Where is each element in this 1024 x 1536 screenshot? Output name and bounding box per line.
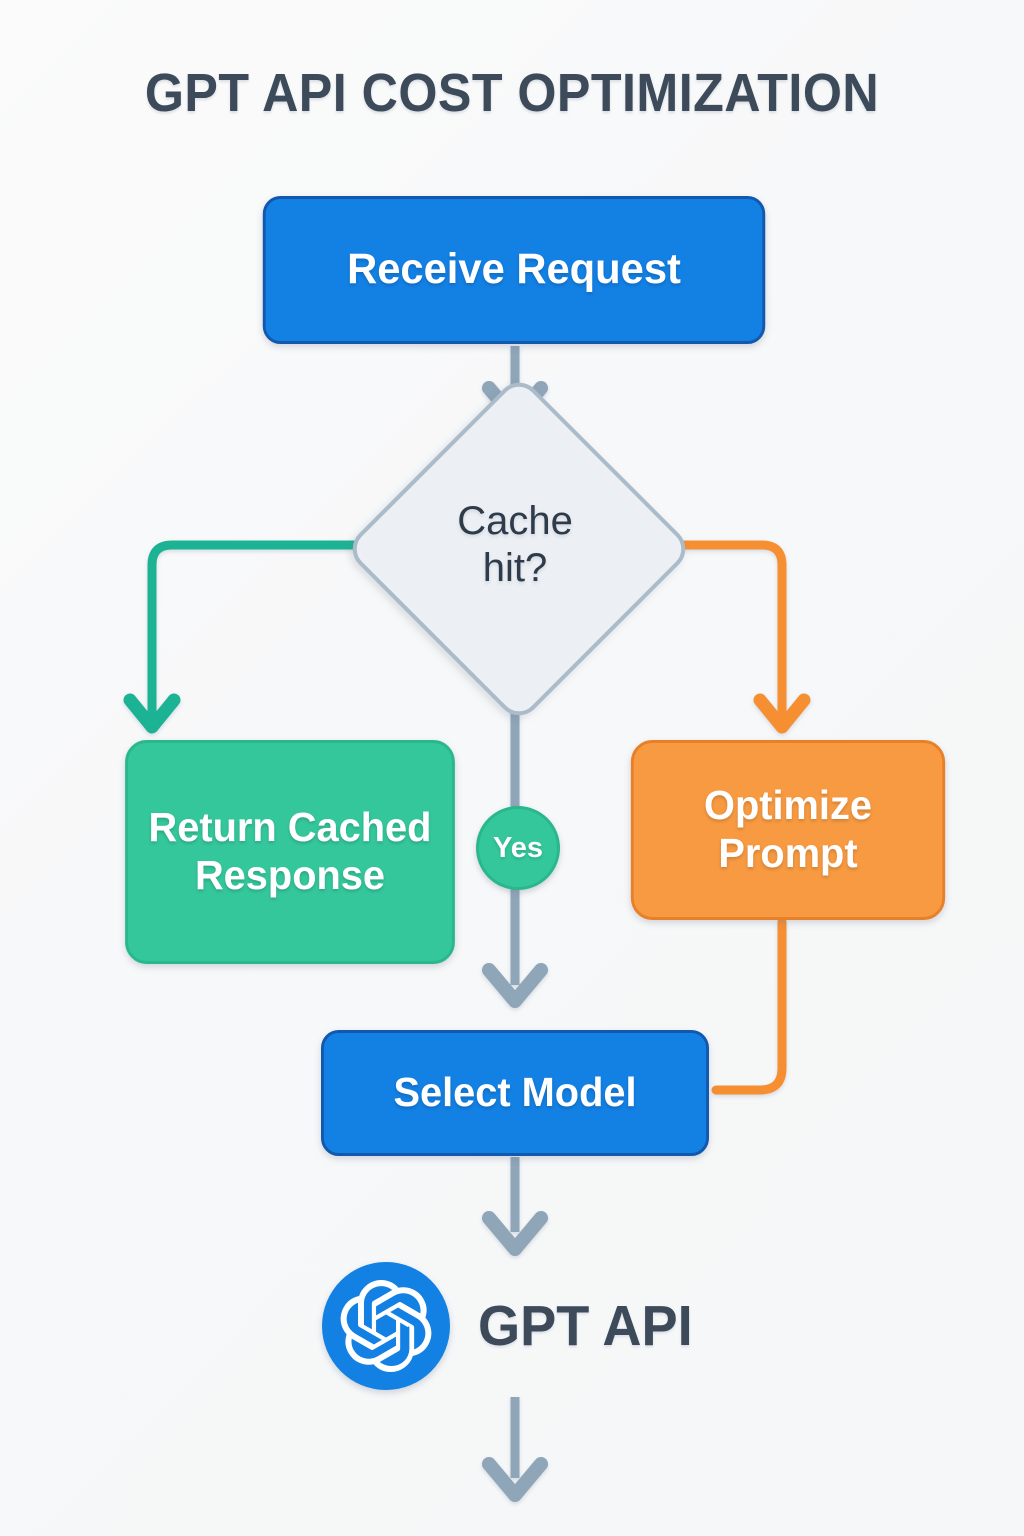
node-optimize-prompt[interactable]: Optimize Prompt bbox=[630, 740, 946, 920]
node-select-model-label: Select Model bbox=[393, 1069, 637, 1116]
edge-endpoint-outgoing bbox=[482, 1397, 548, 1502]
node-gpt-api-endpoint[interactable]: GPT API bbox=[322, 1262, 704, 1390]
node-return-cached-response[interactable]: Return Cached Response bbox=[125, 740, 455, 964]
node-receive-request[interactable]: Receive Request bbox=[262, 196, 766, 344]
edge-label-yes-text: Yes bbox=[493, 831, 543, 864]
node-cache-hit-decision-label: Cache hit? bbox=[457, 498, 573, 590]
node-select-model[interactable]: Select Model bbox=[321, 1030, 709, 1156]
node-gpt-api-label: GPT API bbox=[478, 1294, 693, 1358]
edge-select-to-endpoint bbox=[482, 1157, 548, 1256]
node-optimize-prompt-label: Optimize Prompt bbox=[704, 782, 872, 876]
edge-optimize-to-select bbox=[711, 917, 787, 1095]
edge-decision-to-optimize bbox=[633, 540, 811, 734]
edge-label-yes-badge: Yes bbox=[476, 806, 560, 890]
page-title: GPT API COST OPTIMIZATION bbox=[144, 63, 880, 123]
node-receive-request-label: Receive Request bbox=[347, 245, 681, 294]
edge-decision-to-cached bbox=[123, 540, 397, 734]
openai-logo-icon bbox=[322, 1262, 450, 1390]
node-return-cached-response-label: Return Cached Response bbox=[148, 804, 432, 898]
openai-knot-glyph bbox=[340, 1280, 432, 1372]
